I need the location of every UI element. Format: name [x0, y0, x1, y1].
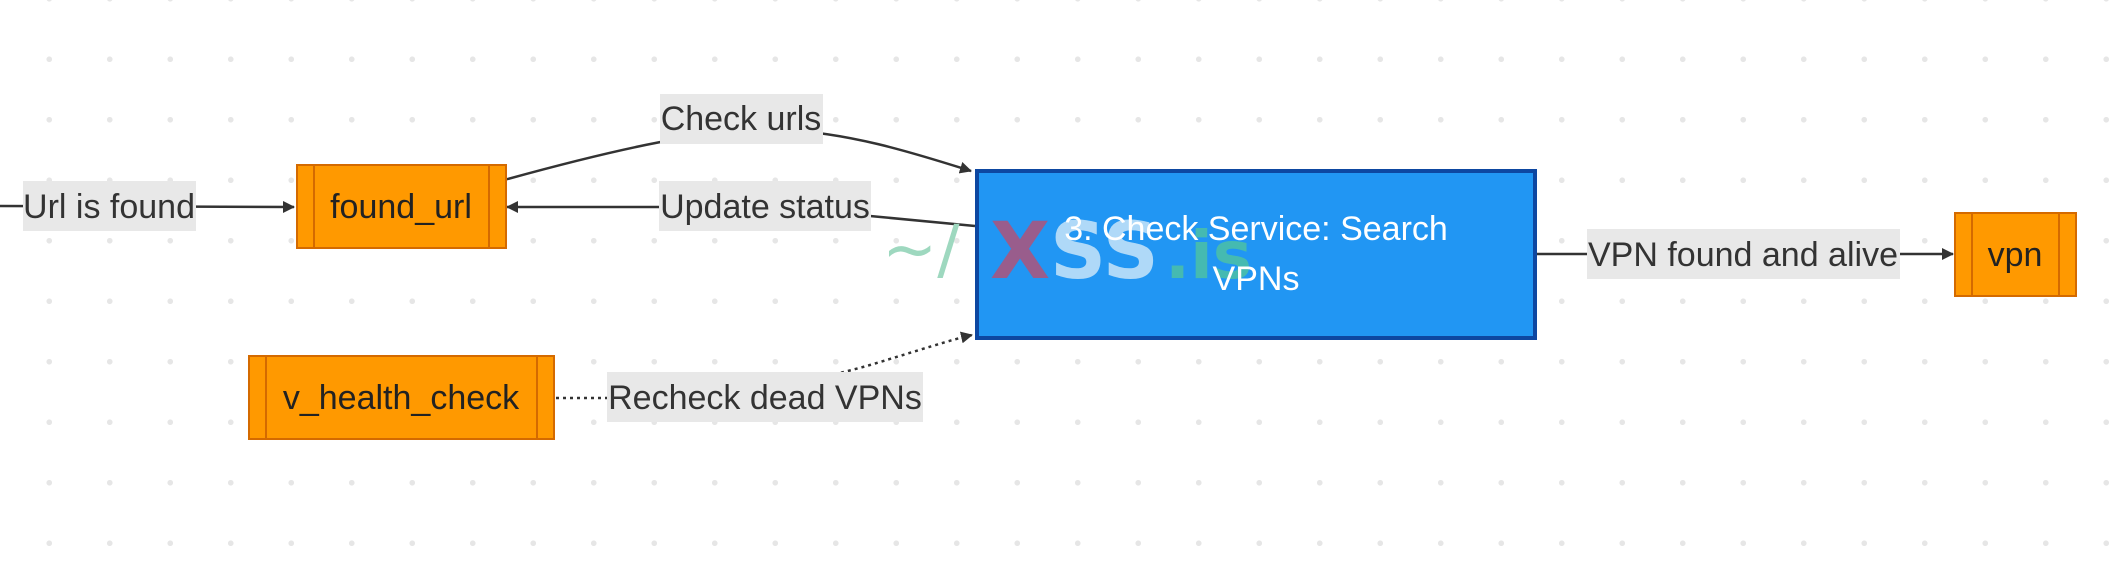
node-check-service-label-line2: VPNs	[1213, 260, 1300, 298]
watermark-prefix: ~/	[882, 211, 960, 288]
edge-check-urls: Check urls	[503, 94, 972, 182]
node-v-health-check-box	[248, 355, 555, 440]
edge-vpn-found-and-alive-label-bg	[1587, 229, 1900, 279]
edge-update-status-label: Update status	[660, 188, 870, 226]
edge-recheck-dead-vpns-label-bg	[607, 372, 923, 422]
edge-recheck-dead-vpns-label: Recheck dead VPNs	[608, 379, 922, 417]
node-found-url-label: found_url	[330, 188, 472, 226]
node-found-url-box	[296, 164, 507, 249]
node-v-health-check-label: v_health_check	[283, 379, 520, 417]
watermark-ss: SS	[1050, 207, 1159, 297]
edge-recheck-dead-vpns: Recheck dead VPNs	[556, 331, 973, 422]
node-check-service[interactable]: ~/ X SS .is 3. Check Service: Search VPN…	[882, 169, 1537, 340]
edge-url-is-found: Url is found	[0, 181, 295, 231]
node-v-health-check[interactable]: v_health_check	[248, 355, 555, 440]
edge-vpn-found-and-alive-label: VPN found and alive	[1588, 236, 1898, 274]
node-vpn[interactable]: vpn	[1954, 212, 2077, 297]
watermark-suffix: .is	[1165, 217, 1252, 294]
edge-check-urls-label-bg	[660, 94, 823, 144]
edge-url-is-found-label: Url is found	[23, 188, 195, 226]
node-check-service-box	[975, 169, 1537, 340]
node-vpn-label: vpn	[1988, 236, 2043, 274]
edge-update-status: Update status	[506, 181, 976, 231]
node-vpn-box	[1954, 212, 2077, 297]
edge-update-status-label-bg	[659, 181, 871, 231]
edge-vpn-found-and-alive: VPN found and alive	[1534, 229, 1954, 279]
node-check-service-label-line1: 3. Check Service: Search	[1064, 210, 1448, 248]
watermark-logo: ~/ X SS .is	[882, 207, 1252, 297]
node-found-url[interactable]: found_url	[296, 164, 507, 249]
watermark-x-letter: X	[990, 207, 1050, 297]
edge-url-is-found-label-bg	[23, 181, 196, 231]
edge-check-urls-label: Check urls	[661, 100, 822, 138]
